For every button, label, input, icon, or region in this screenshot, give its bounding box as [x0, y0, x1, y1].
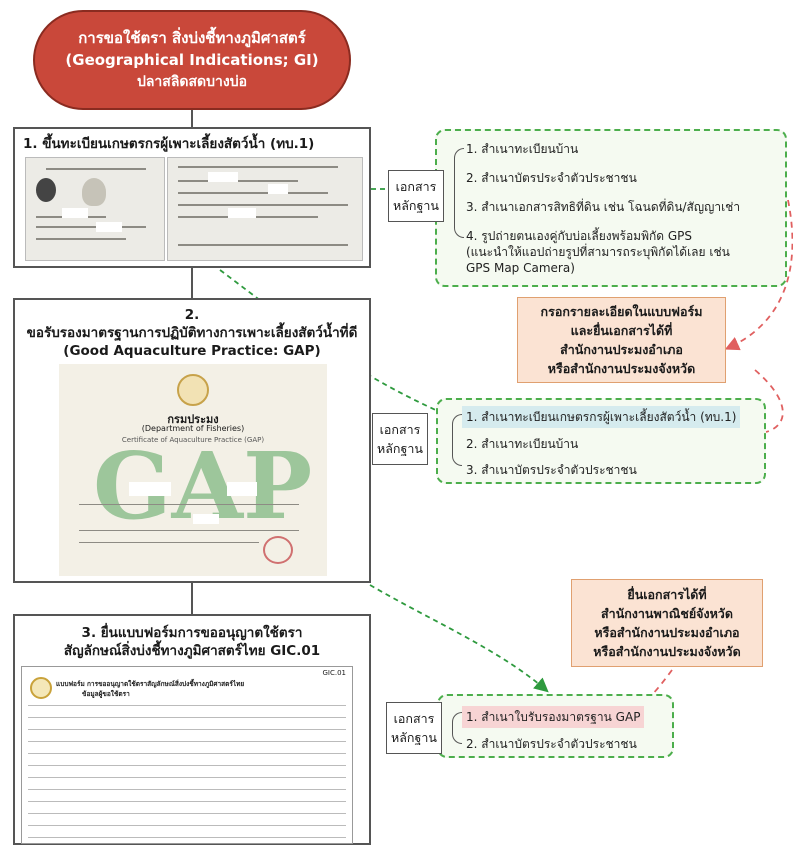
- step-2-doc-2: 2. สำเนาทะเบียนบ้าน: [466, 437, 579, 451]
- gic-form-image: GIC.01 แบบฟอร์ม การขออนุญาตใช้ตราสัญลักษ…: [21, 666, 353, 844]
- link-step1-to-step2docs: [219, 269, 472, 427]
- submit-district-note: กรอกรายละเอียดในแบบฟอร์ม และยื่นเอกสารได…: [517, 297, 726, 383]
- step-1-doc-4-note-1: (แนะนำให้แอปถ่ายรูปที่สามารถระบุพิกัดได้…: [466, 245, 730, 259]
- step-1-doc-2: 2. สำเนาบัตรประจำตัวประชาชน: [466, 171, 637, 185]
- step-1-doc-4-note-2: GPS Map Camera): [466, 261, 575, 275]
- step-1-title: 1. ขึ้นทะเบียนเกษตรกรผู้เพาะเลี้ยงสัตว์น…: [23, 136, 315, 152]
- step-2-doc-1: 1. สำเนาทะเบียนเกษตรกรผู้เพาะเลี้ยงสัตว์…: [462, 406, 741, 428]
- link-step2-to-step3docs: [369, 584, 549, 693]
- step-3-bracket: [452, 712, 462, 744]
- step-3-title-2: สัญลักษณ์สิ่งบ่งชี้ทางภูมิศาสตร์ไทย GIC.…: [63, 643, 321, 659]
- form-subtitle: ข้อมูลผู้ขอใช้ตรา: [82, 690, 130, 698]
- step-3-box: 3. ยื่นแบบฟอร์มการขออนุญาตใช้ตรา สัญลักษ…: [13, 614, 371, 845]
- title-pill: การขอใช้ตรา สิ่งบ่งชี้ทางภูมิศาสตร์ (Geo…: [33, 10, 351, 110]
- link-note1-down: [754, 369, 784, 433]
- step-1-doc-1: 1. สำเนาทะเบียนบ้าน: [466, 142, 579, 156]
- title-line-3: ปลาสลิดสดบางบ่อ: [136, 74, 248, 90]
- id-card-image-left: [25, 157, 165, 261]
- form-code: GIC.01: [322, 669, 346, 677]
- step-3-documents-label: เอกสาร หลักฐาน: [386, 702, 442, 754]
- step-2-bracket: [452, 414, 462, 466]
- photo-placeholder: [36, 178, 56, 202]
- cert-org-th: กรมประมง: [167, 413, 219, 426]
- step-1-doc-4: 4. รูปถ่ายตนเองคู่กับบ่อเลี้ยงพร้อมพิกัด…: [466, 229, 693, 243]
- form-logo-icon: [30, 677, 52, 699]
- form-title: แบบฟอร์ม การขออนุญาตใช้ตราสัญลักษณ์สิ่งบ…: [56, 680, 245, 688]
- seal-icon: [177, 374, 209, 406]
- step-1-documents-label: เอกสาร หลักฐาน: [388, 170, 444, 222]
- step-1-documents-group: [435, 129, 787, 287]
- cert-stamp: [263, 536, 293, 564]
- submit-commerce-note: ยื่นเอกสารได้ที่ สำนักงานพาณิชย์จังหวัด …: [571, 579, 763, 667]
- step-1-doc-3: 3. สำเนาเอกสารสิทธิที่ดิน เช่น โฉนดที่ดิ…: [466, 200, 741, 214]
- step-2-title-3: (Good Aquaculture Practice: GAP): [63, 343, 321, 359]
- step-1-box: 1. ขึ้นทะเบียนเกษตรกรผู้เพาะเลี้ยงสัตว์น…: [13, 127, 371, 268]
- id-card-image-right: [167, 157, 363, 261]
- step-2-documents-label: เอกสาร หลักฐาน: [372, 413, 428, 465]
- step-2-title-1: 2.: [184, 307, 200, 323]
- cert-org-en: (Department of Fisheries): [141, 424, 245, 433]
- step-2-doc-3: 3. สำเนาบัตรประจำตัวประชาชน: [466, 463, 637, 477]
- step-2-box: 2. ขอรับรองมาตรฐานการปฏิบัติทางการเพาะเล…: [13, 298, 371, 583]
- title-line-2: (Geographical Indications; GI): [65, 51, 319, 69]
- step-1-bracket: [454, 148, 464, 238]
- gap-certificate-image: กรมประมง (Department of Fisheries) Certi…: [59, 364, 327, 576]
- emblem-icon: [82, 178, 106, 206]
- step-3-doc-1: 1. สำเนาใบรับรองมาตรฐาน GAP: [462, 706, 645, 728]
- title-line-1: การขอใช้ตรา สิ่งบ่งชี้ทางภูมิศาสตร์: [78, 29, 306, 47]
- cert-subtitle: Certificate of Aquaculture Practice (GAP…: [121, 436, 265, 444]
- step-2-title-2: ขอรับรองมาตรฐานการปฏิบัติทางการเพาะเลี้ย…: [26, 325, 358, 341]
- step-3-doc-2: 2. สำเนาบัตรประจำตัวประชาชน: [466, 737, 637, 751]
- step-3-title-1: 3. ยื่นแบบฟอร์มการขออนุญาตใช้ตรา: [81, 625, 303, 641]
